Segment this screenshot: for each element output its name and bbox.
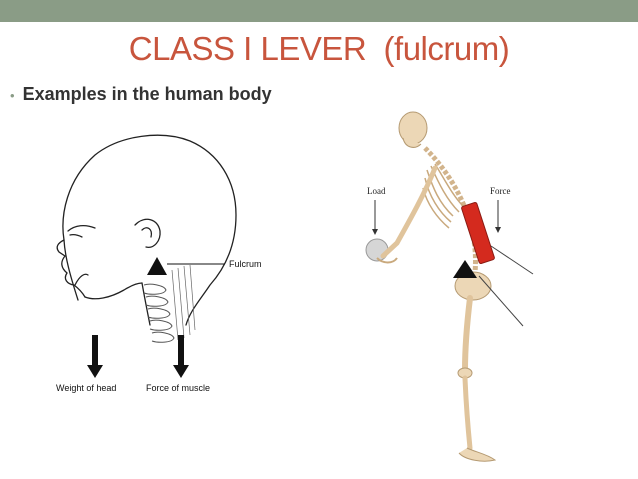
neck-vertebrae bbox=[143, 283, 175, 343]
femur bbox=[462, 295, 473, 373]
load-arrowhead bbox=[372, 229, 378, 235]
rib-cage bbox=[422, 163, 464, 229]
bullet-text: Examples in the human body bbox=[22, 84, 272, 104]
foot bbox=[458, 447, 497, 462]
force-of-muscle-label: Force of muscle bbox=[146, 383, 210, 393]
jaw bbox=[402, 137, 422, 148]
slide-title: CLASS I LEVER (fulcrum) bbox=[128, 30, 510, 67]
fulcrum-triangle bbox=[147, 257, 167, 275]
head-outline-drawing bbox=[56, 134, 237, 326]
force-pointer-line-right bbox=[490, 245, 534, 275]
force-arrowhead bbox=[495, 227, 501, 233]
force-label: Force bbox=[490, 186, 511, 196]
hand bbox=[376, 257, 398, 264]
weight-arrow bbox=[87, 335, 103, 378]
neck-muscle-hatching bbox=[171, 264, 196, 341]
bullet-dot-icon: • bbox=[10, 88, 15, 103]
top-accent-band bbox=[0, 0, 638, 22]
hip-fulcrum-triangle bbox=[453, 260, 477, 278]
fulcrum-pointer-line-right bbox=[478, 275, 524, 327]
load-label: Load bbox=[367, 186, 386, 196]
muscle-force-arrow bbox=[173, 335, 189, 378]
tibia bbox=[462, 375, 473, 451]
arm bbox=[380, 165, 438, 259]
weight-of-head-label: Weight of head bbox=[56, 383, 116, 393]
fulcrum-label: Fulcrum bbox=[229, 259, 262, 269]
head-lever-figure: Fulcrum Weight of head Force of muscle bbox=[56, 134, 262, 393]
back-muscle bbox=[461, 202, 495, 264]
skeleton-lever-figure: Load Force bbox=[365, 111, 534, 462]
bullet-item: • Examples in the human body bbox=[10, 84, 272, 105]
